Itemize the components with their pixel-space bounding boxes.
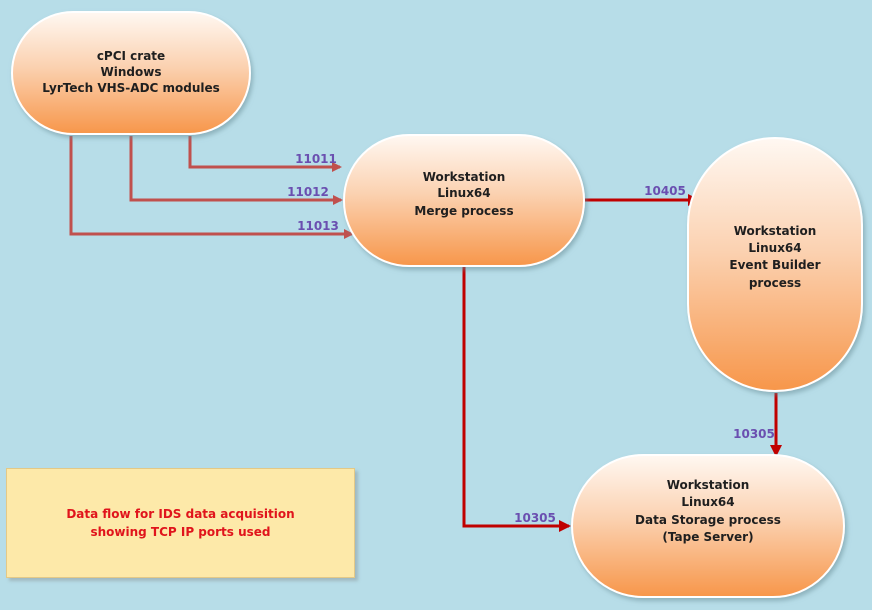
node-storage-line-4: (Tape Server)	[662, 530, 753, 544]
node-cpci-line-3: LyrTech VHS-ADC modules	[42, 81, 220, 95]
node-merge-process: Workstation Linux64 Merge process	[343, 134, 585, 267]
node-event-builder-line-2: Linux64	[748, 241, 801, 255]
legend-line-2: showing TCP IP ports used	[90, 525, 271, 539]
node-event-builder-line-4: process	[749, 276, 801, 290]
port-label-11011: 11011	[295, 152, 337, 166]
node-storage-line-3: Data Storage process	[635, 513, 781, 527]
legend-text: Data flow for IDS data acquisition showi…	[66, 505, 294, 541]
port-label-11012: 11012	[287, 185, 329, 199]
legend-line-1: Data flow for IDS data acquisition	[66, 507, 295, 521]
port-label-10305-merge: 10305	[514, 511, 556, 525]
connector-merge-storage	[462, 266, 571, 532]
port-label-10305-event-builder: 10305	[733, 427, 775, 441]
node-merge-line-3: Merge process	[414, 204, 513, 218]
node-storage-line-1: Workstation	[667, 478, 750, 492]
node-cpci-line-2: Windows	[101, 65, 162, 79]
node-event-builder-line-3: Event Builder	[729, 258, 820, 272]
node-cpci-crate: cPCI crate Windows LyrTech VHS-ADC modul…	[11, 11, 251, 135]
port-label-10405: 10405	[644, 184, 686, 198]
node-data-storage: Workstation Linux64 Data Storage process…	[571, 454, 845, 598]
connector-cpci-merge-11012	[129, 136, 343, 205]
connector-cpci-merge-11011	[188, 136, 342, 172]
node-storage-line-2: Linux64	[681, 495, 734, 509]
legend-box: Data flow for IDS data acquisition showi…	[6, 468, 355, 578]
node-cpci-line-1: cPCI crate	[97, 49, 165, 63]
node-event-builder-line-1: Workstation	[734, 224, 817, 238]
connector-cpci-merge-11013	[69, 136, 354, 239]
node-merge-line-2: Linux64	[437, 186, 490, 200]
node-merge-line-1: Workstation	[423, 170, 506, 184]
port-label-11013: 11013	[297, 219, 339, 233]
node-event-builder: Workstation Linux64 Event Builder proces…	[687, 137, 863, 392]
